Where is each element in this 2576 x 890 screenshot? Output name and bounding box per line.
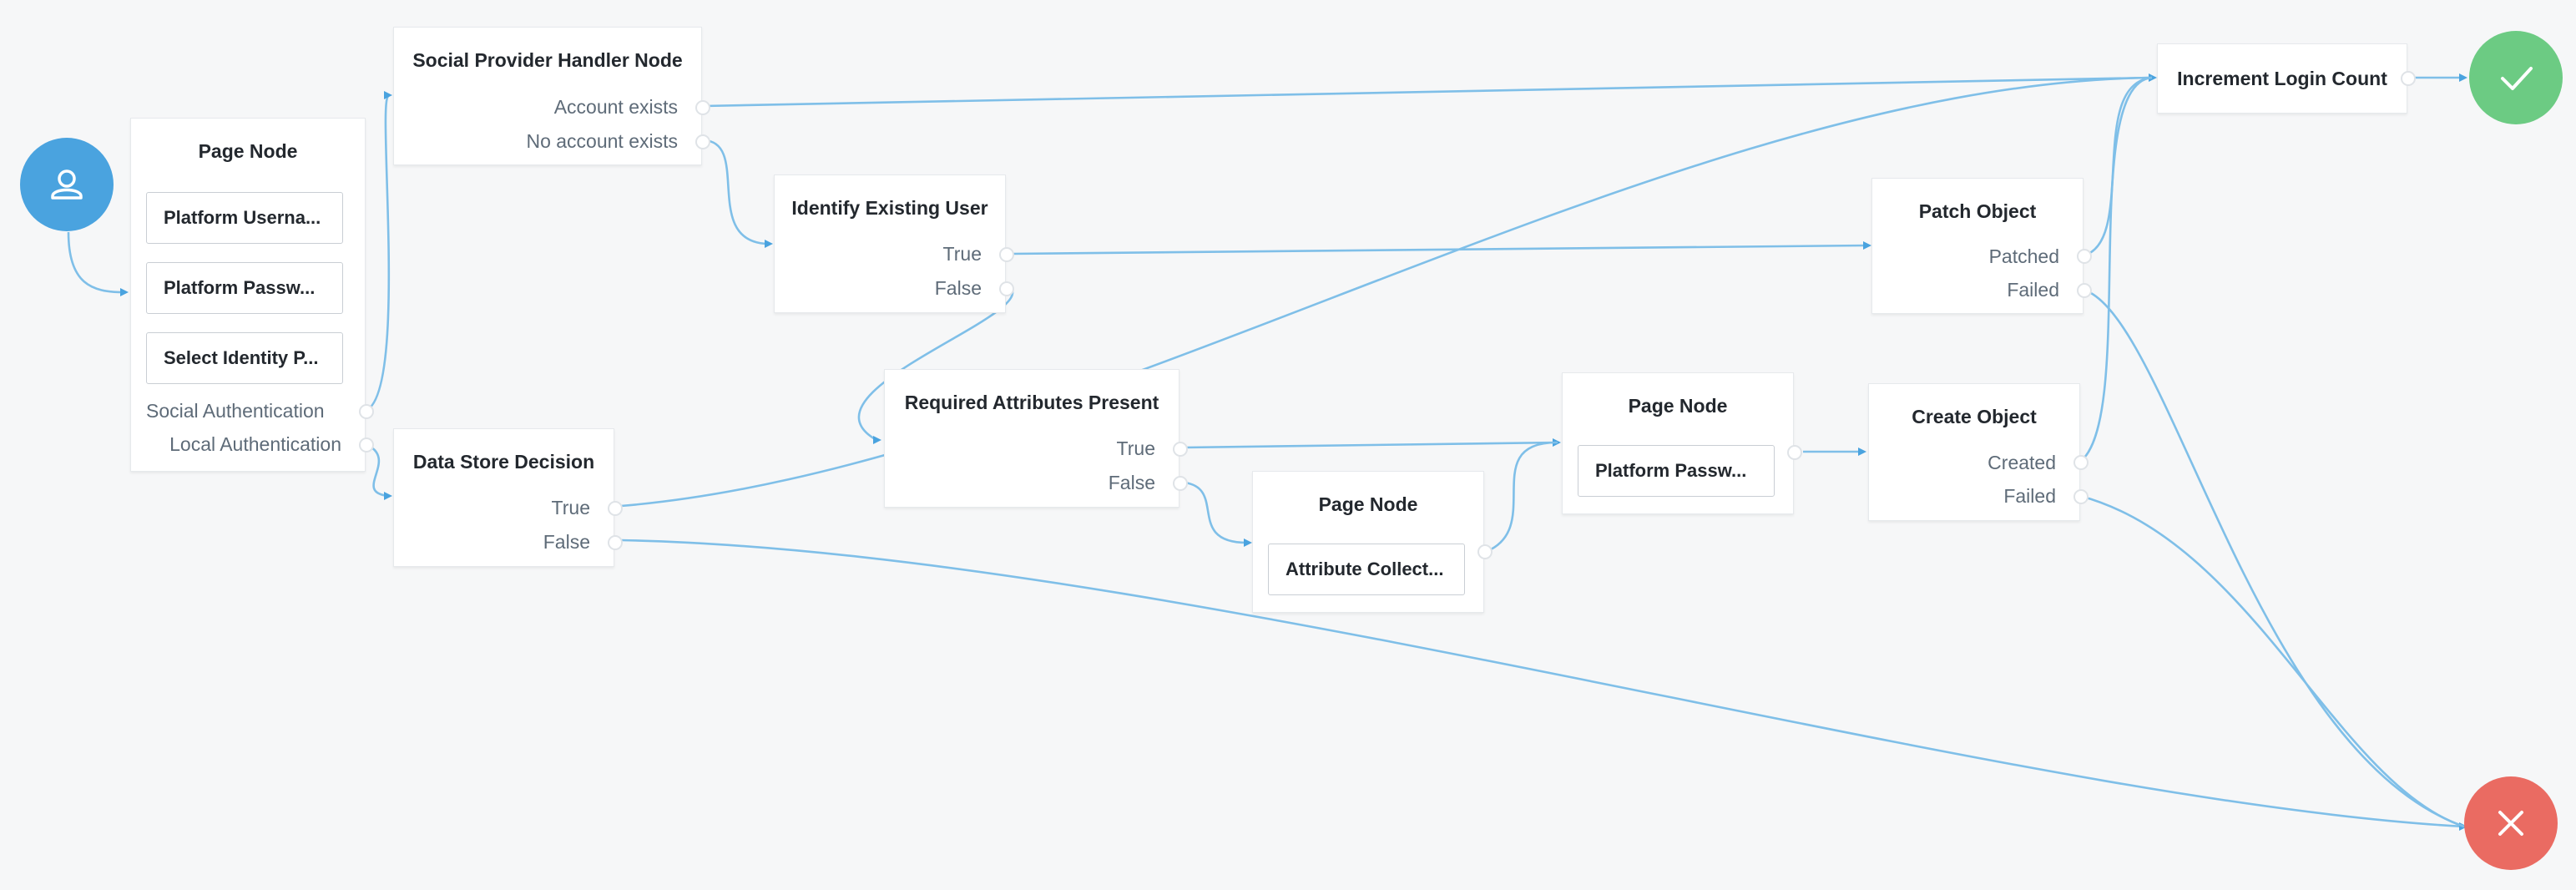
port-false[interactable] — [608, 535, 623, 550]
node-required-attributes-present[interactable]: Required Attributes Present True False — [884, 369, 1188, 508]
connector-social-auth — [365, 94, 391, 412]
connector-create-failed — [2079, 494, 2465, 828]
outcome-true: True — [1116, 437, 1155, 459]
port-local-authentication[interactable] — [359, 437, 374, 453]
node-increment-login-count[interactable]: Increment Login Count — [2157, 43, 2416, 114]
port-true[interactable] — [608, 501, 623, 516]
node-title: Page Node — [1628, 395, 1728, 417]
outcome-account-exists: Account exists — [553, 96, 678, 118]
node-title: Page Node — [1318, 493, 1418, 515]
connector-account-exists — [703, 76, 2153, 108]
outcome-true: True — [551, 497, 590, 518]
node-title: Required Attributes Present — [904, 392, 1159, 413]
outcome-no-account-exists: No account exists — [526, 130, 678, 152]
connector-required-false — [1184, 481, 1248, 544]
node-create-object[interactable]: Create Object Created Failed — [1868, 383, 2089, 521]
outcome-created: Created — [1988, 452, 2056, 473]
node-identify-existing-user[interactable]: Identify Existing User True False — [774, 174, 1014, 313]
outcome-failed: Failed — [2007, 279, 2059, 301]
failure-node[interactable] — [2464, 776, 2558, 870]
success-node[interactable] — [2469, 31, 2563, 124]
node-title: Social Provider Handler Node — [412, 49, 683, 71]
connector-patch-failed — [2083, 288, 2465, 828]
connector-no-account — [703, 139, 769, 245]
connector-start-page — [67, 231, 124, 294]
port-false[interactable] — [1173, 476, 1188, 491]
child-node-platform-username[interactable]: Platform Userna... — [146, 192, 343, 244]
port-failed[interactable] — [2077, 283, 2092, 298]
connector-patched — [2083, 76, 2153, 257]
node-title: Identify Existing User — [791, 197, 988, 219]
node-title: Page Node — [198, 140, 298, 162]
outcome-false: False — [1108, 472, 1155, 493]
node-title: Increment Login Count — [2177, 68, 2387, 89]
node-social-provider-handler[interactable]: Social Provider Handler Node Account exi… — [393, 27, 710, 165]
port-outcome[interactable] — [1477, 544, 1493, 559]
checkmark-icon — [2501, 67, 2533, 90]
outcome-failed: Failed — [2003, 485, 2056, 507]
child-node-attribute-collector[interactable]: Attribute Collect... — [1268, 544, 1465, 595]
node-title: Patch Object — [1918, 200, 2037, 222]
connector-created — [2079, 76, 2153, 463]
port-created[interactable] — [2073, 455, 2089, 470]
outcome-false: False — [543, 531, 590, 553]
port-true[interactable] — [999, 247, 1014, 262]
connector-required-true — [1184, 441, 1558, 449]
page-node-platform-password[interactable]: Page Node Platform Passw... — [1562, 372, 1802, 514]
start-node[interactable] — [20, 138, 114, 231]
outcome-social-authentication: Social Authentication — [146, 400, 325, 422]
child-node-platform-password[interactable]: Platform Passw... — [146, 262, 343, 314]
port-no-account-exists[interactable] — [695, 134, 710, 149]
outcome-local-authentication: Local Authentication — [169, 433, 341, 455]
port-outcome[interactable] — [1787, 445, 1802, 460]
connector-datastore-false — [620, 539, 2465, 828]
child-node-platform-password[interactable]: Platform Passw... — [1578, 445, 1775, 497]
connector-identify-true — [1010, 244, 1867, 255]
port-social-authentication[interactable] — [359, 404, 374, 419]
port-true[interactable] — [1173, 442, 1188, 457]
connector-page2-out — [1487, 441, 1558, 553]
outcome-false: False — [934, 277, 982, 299]
node-patch-object[interactable]: Patch Object Patched Failed — [1871, 178, 2092, 314]
port-failed[interactable] — [2073, 489, 2089, 504]
node-title: Create Object — [1912, 406, 2037, 427]
port-outcome[interactable] — [2401, 71, 2416, 86]
port-account-exists[interactable] — [695, 100, 710, 115]
node-title: Data Store Decision — [412, 451, 595, 473]
port-false[interactable] — [999, 281, 1014, 296]
node-data-store-decision[interactable]: Data Store Decision True False — [393, 428, 623, 567]
x-icon — [2498, 811, 2523, 836]
page-node-attribute-collector[interactable]: Page Node Attribute Collect... — [1252, 471, 1493, 613]
outcome-true: True — [942, 243, 982, 265]
outcome-patched: Patched — [1988, 245, 2059, 267]
user-icon — [51, 169, 83, 200]
page-node-login[interactable]: Page Node Platform Userna... Platform Pa… — [130, 118, 374, 472]
port-patched[interactable] — [2077, 249, 2092, 264]
child-node-select-identity-provider[interactable]: Select Identity P... — [146, 332, 343, 384]
